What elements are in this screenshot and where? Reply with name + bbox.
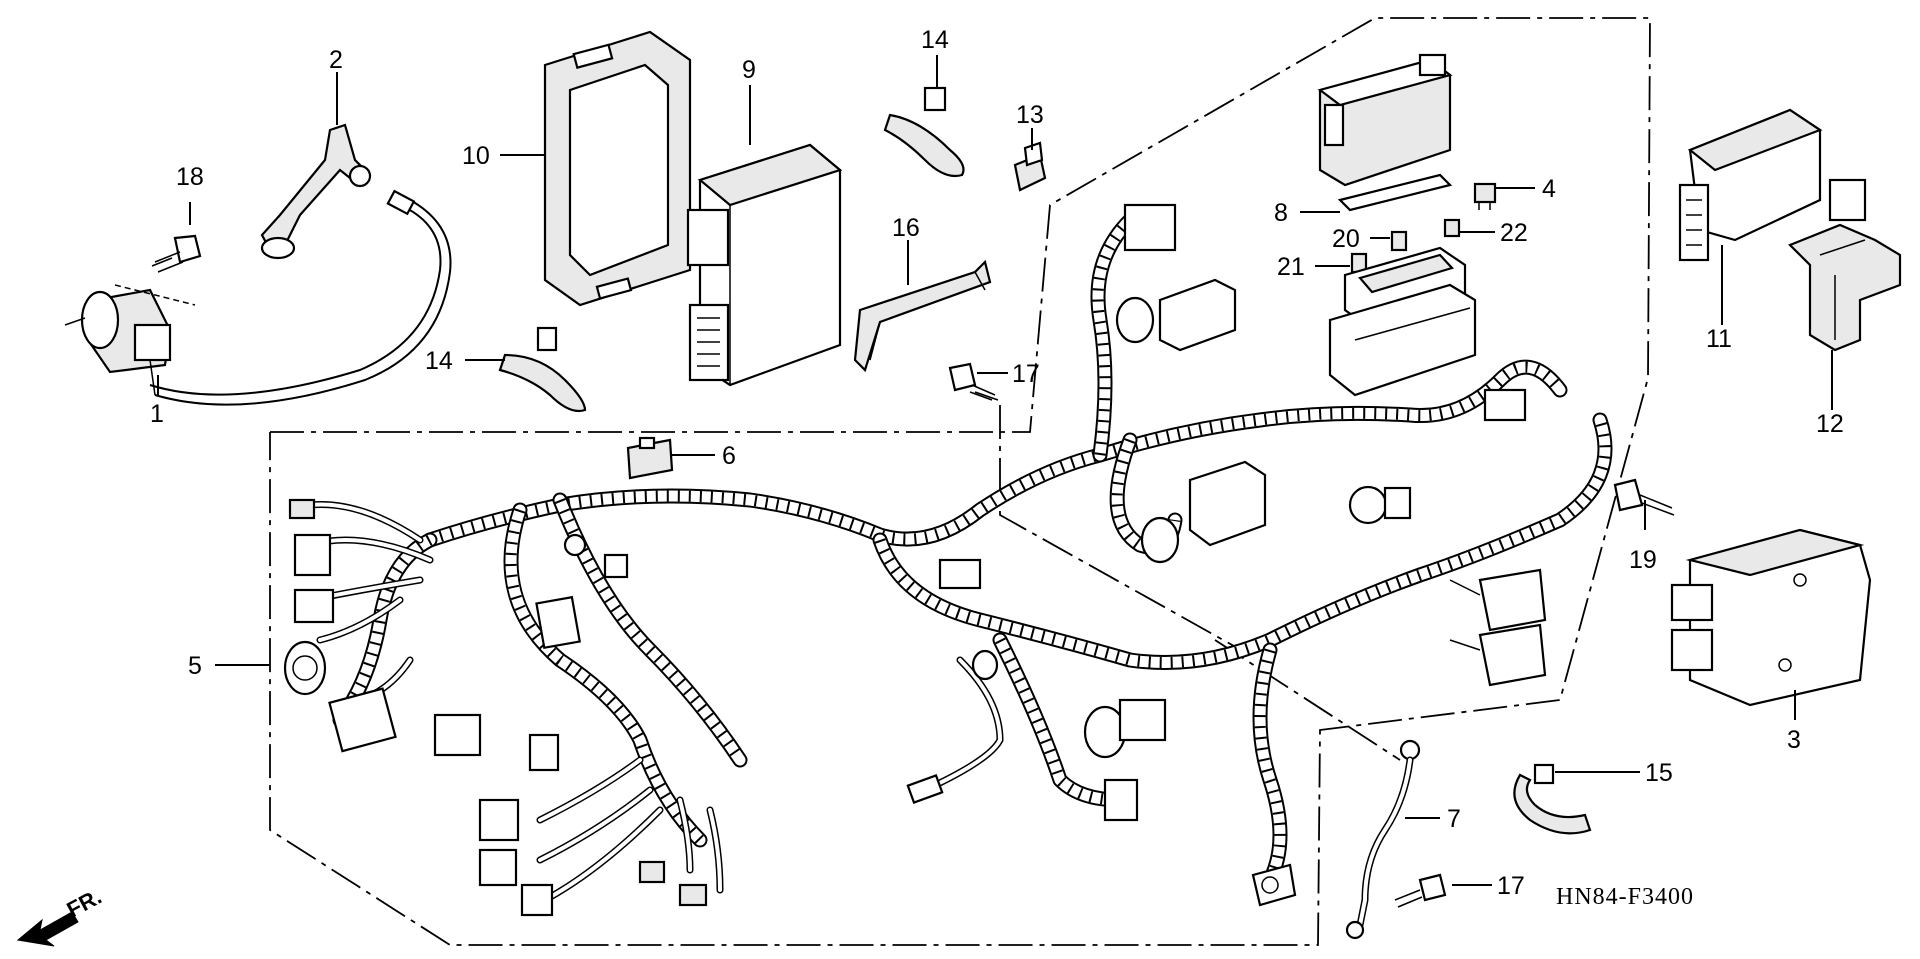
bolt-part-17-lower[interactable] — [1394, 873, 1447, 908]
ignition-coil-part-1[interactable] — [64, 189, 452, 406]
callout-21[interactable]: 21 — [1277, 253, 1305, 281]
callout-20[interactable]: 20 — [1332, 225, 1360, 253]
callout-9[interactable]: 9 — [742, 56, 756, 84]
callout-5[interactable]: 5 — [188, 652, 202, 680]
bolt-part-17-upper[interactable] — [948, 362, 999, 401]
callout-14-lower[interactable]: 14 — [425, 347, 453, 375]
callout-15[interactable]: 15 — [1645, 759, 1673, 787]
callout-17-lower[interactable]: 17 — [1497, 872, 1525, 900]
callout-18[interactable]: 18 — [176, 163, 204, 191]
callout-7[interactable]: 7 — [1447, 805, 1461, 833]
cable-band-part-14-lower[interactable] — [498, 326, 587, 413]
relay-holder-part-12[interactable] — [1788, 178, 1902, 352]
assembly-boundary-lines — [269, 17, 1651, 946]
fuse-part-22[interactable] — [1443, 218, 1461, 238]
callout-2[interactable]: 2 — [329, 46, 343, 74]
callout-6[interactable]: 6 — [722, 442, 736, 470]
leader-lines — [157, 55, 1833, 886]
callout-4[interactable]: 4 — [1542, 175, 1556, 203]
fuse-part-20[interactable] — [1390, 230, 1408, 252]
clip-part-13[interactable] — [1013, 141, 1047, 192]
strap-part-16[interactable] — [853, 259, 992, 373]
regulator-unit-part-3[interactable] — [1670, 528, 1872, 707]
fuse-box-part-8-body[interactable] — [1328, 246, 1477, 397]
front-direction-indicator: FR. — [16, 884, 106, 947]
bolt-part-19[interactable] — [1613, 478, 1675, 516]
callout-16[interactable]: 16 — [892, 214, 920, 242]
main-wire-harness-part-5[interactable] — [283, 203, 1613, 917]
callout-8[interactable]: 8 — [1274, 199, 1288, 227]
relay-part-11[interactable] — [1678, 108, 1823, 262]
control-unit-part-9[interactable] — [686, 143, 843, 387]
rubber-frame-part-10[interactable] — [543, 30, 692, 307]
fuse-part-4[interactable] — [1473, 182, 1497, 210]
band-part-15[interactable] — [1513, 763, 1592, 835]
callout-10[interactable]: 10 — [462, 142, 490, 170]
callout-labels: 1 2 3 4 5 6 7 8 9 10 11 12 13 14 14 15 1… — [150, 26, 1844, 900]
callout-14-upper[interactable]: 14 — [921, 26, 949, 54]
front-arrow-icon — [16, 911, 79, 947]
connector-clip-part-6[interactable] — [626, 436, 674, 480]
callout-11[interactable]: 11 — [1706, 325, 1732, 353]
callout-22[interactable]: 22 — [1500, 219, 1528, 247]
cable-band-part-14-upper[interactable] — [883, 86, 965, 178]
callout-19[interactable]: 19 — [1629, 546, 1657, 574]
callout-1[interactable]: 1 — [150, 400, 164, 428]
bolt-part-18[interactable] — [151, 234, 202, 273]
callout-3[interactable]: 3 — [1787, 726, 1801, 754]
callout-12[interactable]: 12 — [1816, 410, 1844, 438]
ground-cable-part-7[interactable] — [1345, 739, 1421, 940]
callout-17-upper[interactable]: 17 — [1012, 360, 1040, 388]
callout-13[interactable]: 13 — [1016, 101, 1044, 129]
spark-plug-cap-part-2[interactable] — [260, 123, 372, 260]
fuse-box-cover-part-8[interactable] — [1317, 53, 1453, 212]
diagram-code: HN84-F3400 — [1556, 884, 1694, 910]
